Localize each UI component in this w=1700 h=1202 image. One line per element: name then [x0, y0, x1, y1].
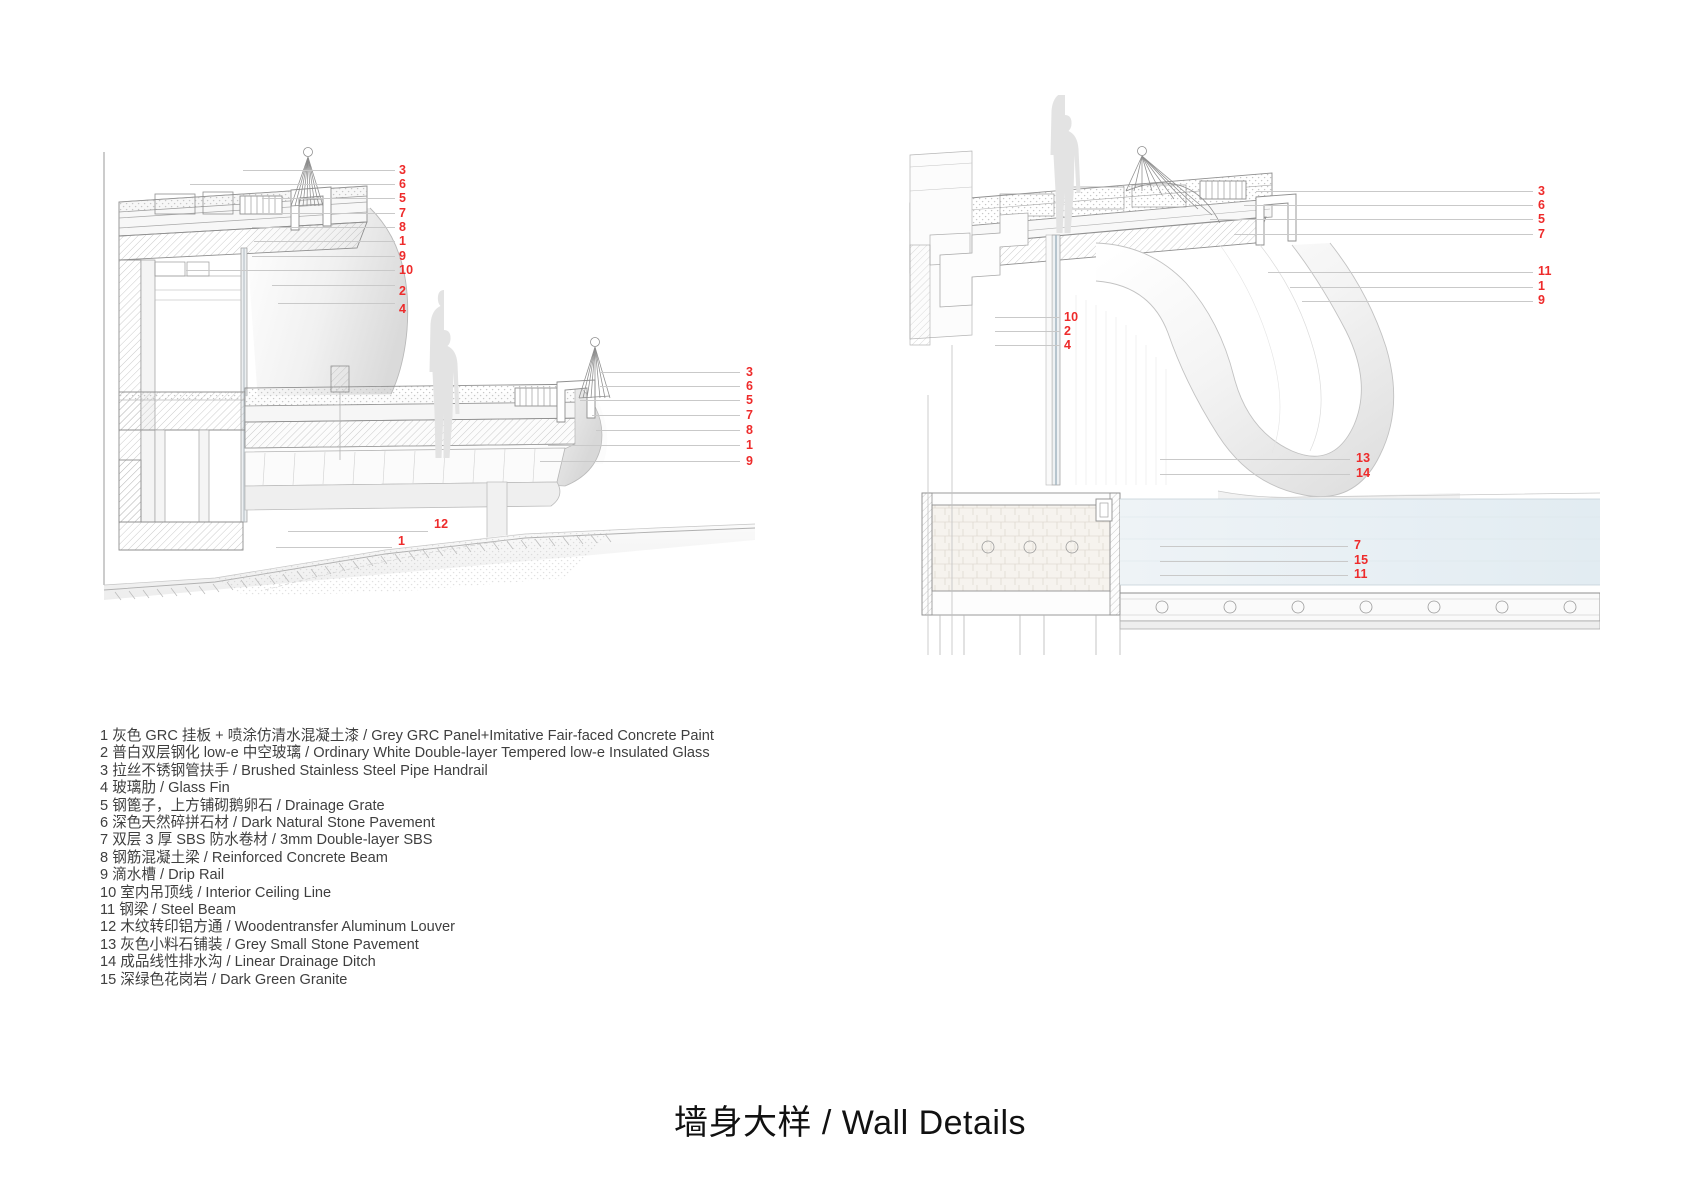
legend-text: 双层 3 厚 SBS 防水卷材 / 3mm Double-layer SBS: [112, 832, 433, 849]
legend-item: 9 滴水槽 / Drip Rail: [100, 867, 714, 884]
legend-item: 14 成品线性排水沟 / Linear Drainage Ditch: [100, 954, 714, 971]
legend-number: 2: [100, 745, 109, 762]
callout-right-center-1: 10: [1064, 310, 1079, 324]
legend-item: 5 钢篦子，上方铺砌鹅卵石 / Drainage Grate: [100, 798, 714, 815]
legend-item: 12 木纹转印铝方通 / Woodentransfer Aluminum Lou…: [100, 919, 714, 936]
callout-right-base-1: 7: [1354, 538, 1362, 552]
callout-left-mid-3: 5: [746, 393, 754, 407]
legend-number: 10: [100, 884, 117, 901]
callout-right-upper-3: 9: [1538, 293, 1546, 307]
callout-right-base-2: 15: [1354, 553, 1369, 567]
callout-right-center-2: 2: [1064, 324, 1072, 338]
callout-left-bot-2: 1: [398, 534, 406, 548]
legend-number: 3: [100, 762, 109, 779]
legend-text: 灰色小料石铺装 / Grey Small Stone Pavement: [120, 936, 419, 953]
callout-left-bot-1: 12: [434, 517, 449, 531]
callout-left-top-9: 2: [399, 284, 407, 298]
callout-right-base-3: 11: [1354, 567, 1368, 581]
callout-left-top-6: 1: [399, 234, 407, 248]
callout-left-top-1: 3: [399, 163, 407, 177]
legend-item: 15 深绿色花岗岩 / Dark Green Granite: [100, 972, 714, 989]
legend-text: 木纹转印铝方通 / Woodentransfer Aluminum Louver: [120, 919, 455, 936]
callout-right-upper-1: 11: [1538, 264, 1552, 278]
page-title: 墙身大样 / Wall Details: [673, 1104, 1027, 1142]
legend-number: 7: [100, 832, 109, 849]
legend-item: 7 双层 3 厚 SBS 防水卷材 / 3mm Double-layer SBS: [100, 832, 714, 849]
legend-text: 拉丝不锈钢管扶手 / Brushed Stainless Steel Pipe …: [112, 762, 488, 779]
legend-text: 深绿色花岗岩 / Dark Green Granite: [120, 971, 348, 988]
legend-text: 成品线性排水沟 / Linear Drainage Ditch: [120, 954, 376, 971]
callout-left-top-10: 4: [399, 302, 407, 316]
legend-text: 滴水槽 / Drip Rail: [112, 867, 225, 884]
legend-text: 深色天然碎拼石材 / Dark Natural Stone Pavement: [112, 815, 435, 832]
legend-item: 2 普白双层钢化 low-e 中空玻璃 / Ordinary White Dou…: [100, 745, 714, 762]
callout-right-center-3: 4: [1064, 338, 1072, 352]
legend-text: 室内吊顶线 / Interior Ceiling Line: [120, 884, 332, 901]
callout-left-mid-4: 7: [746, 408, 754, 422]
legend-text: 玻璃肋 / Glass Fin: [112, 780, 230, 797]
legend-number: 4: [100, 780, 109, 797]
callout-left-top-3: 5: [399, 191, 407, 205]
legend-number: 14: [100, 954, 117, 971]
legend-number: 13: [100, 936, 117, 953]
legend-number: 1: [100, 728, 109, 744]
legend-item: 13 灰色小料石铺装 / Grey Small Stone Pavement: [100, 937, 714, 954]
legend-number: 15: [100, 971, 117, 988]
legend-text: 钢梁 / Steel Beam: [119, 902, 237, 919]
legend-item: 8 钢筋混凝土梁 / Reinforced Concrete Beam: [100, 850, 714, 867]
legend-text: 钢筋混凝土梁 / Reinforced Concrete Beam: [112, 849, 388, 866]
callout-left-top-8: 10: [399, 263, 414, 277]
callout-right-top-1: 3: [1538, 184, 1546, 198]
callout-left-top-4: 7: [399, 206, 407, 220]
legend-item: 6 深色天然碎拼石材 / Dark Natural Stone Pavement: [100, 815, 714, 832]
callout-left-top-7: 9: [399, 249, 407, 263]
legend-item: 11 钢梁 / Steel Beam: [100, 902, 714, 919]
callout-right-top-3: 5: [1538, 212, 1546, 226]
legend-number: 8: [100, 849, 109, 866]
callout-right-top-4: 7: [1538, 227, 1546, 241]
callout-left-top-5: 8: [399, 220, 407, 234]
legend-text: 普白双层钢化 low-e 中空玻璃 / Ordinary White Doubl…: [112, 745, 710, 762]
legend-text: 灰色 GRC 挂板 + 喷涂仿清水混凝土漆 / Grey GRC Panel+I…: [112, 728, 714, 744]
legend-number: 6: [100, 815, 109, 832]
callout-left-mid-7: 9: [746, 454, 754, 468]
callout-left-mid-1: 3: [746, 365, 754, 379]
legend-number: 11: [100, 902, 116, 919]
legend-item: 10 室内吊顶线 / Interior Ceiling Line: [100, 885, 714, 902]
legend-number: 12: [100, 919, 117, 936]
callout-right-top-2: 6: [1538, 198, 1546, 212]
legend-item: 4 玻璃肋 / Glass Fin: [100, 780, 714, 797]
legend-item: 3 拉丝不锈钢管扶手 / Brushed Stainless Steel Pip…: [100, 763, 714, 780]
callout-left-mid-6: 1: [746, 438, 754, 452]
callout-left-mid-2: 6: [746, 379, 754, 393]
callout-right-lower-1: 13: [1356, 451, 1371, 465]
callout-left-top-2: 6: [399, 177, 407, 191]
legend-text: 钢篦子，上方铺砌鹅卵石 / Drainage Grate: [112, 797, 385, 814]
wall-section-detail-right: [900, 95, 1600, 665]
callout-left-mid-5: 8: [746, 423, 754, 437]
wall-section-detail-left: [95, 130, 815, 630]
legend-item: 1 灰色 GRC 挂板 + 喷涂仿清水混凝土漆 / Grey GRC Panel…: [100, 728, 714, 745]
legend-number: 5: [100, 797, 109, 814]
materials-legend: 1 灰色 GRC 挂板 + 喷涂仿清水混凝土漆 / Grey GRC Panel…: [100, 728, 714, 989]
callout-right-lower-2: 14: [1356, 466, 1371, 480]
legend-number: 9: [100, 867, 109, 884]
callout-right-upper-2: 1: [1538, 279, 1546, 293]
